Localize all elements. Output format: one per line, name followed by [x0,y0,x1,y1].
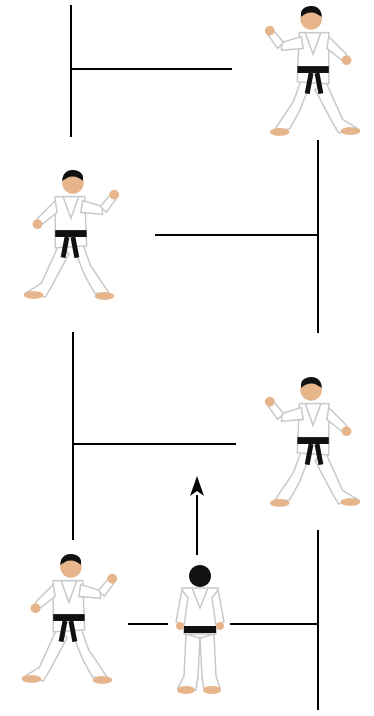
karate-figure-upper-left [8,165,126,307]
karate-figure-top-right [258,2,374,142]
karate-figure-bottom-left [6,548,124,692]
karate-figure-lower-right [258,372,374,514]
karate-figure-ready-center [170,564,230,696]
arrow-up-icon [190,476,204,496]
